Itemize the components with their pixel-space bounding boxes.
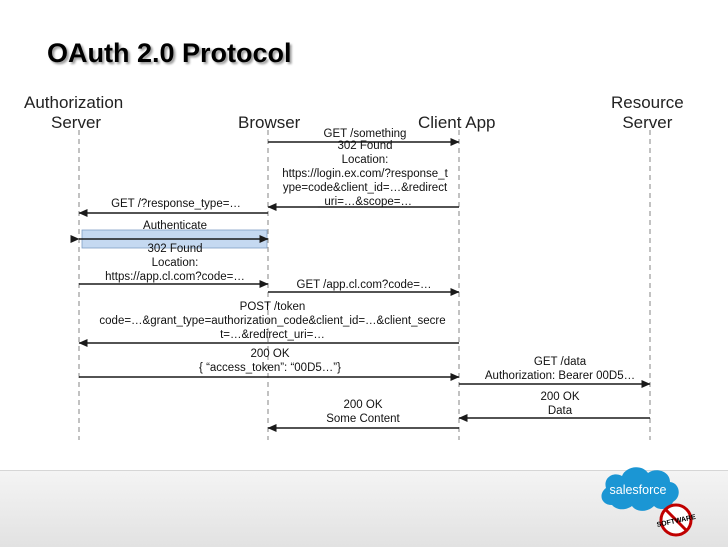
msg-authenticate-line-1: Authenticate (143, 220, 207, 232)
msg-302-found-login-line-3: https://login.ex.com/?response_t (282, 168, 448, 180)
actor-authorization-server: Authorization Server (24, 93, 123, 133)
msg-200-ok-content-line-2: Some Content (326, 413, 400, 425)
actor-auth-server-line-2: Server (51, 113, 102, 132)
msg-post-token: POST /token code=…&grant_type=authorizat… (80, 300, 465, 342)
msg-post-token-line-1: POST /token (239, 301, 306, 313)
msg-200-ok-content: 200 OK Some Content (313, 398, 413, 426)
msg-get-app-code-line-1: GET /app.cl.com?code=… (296, 279, 432, 291)
actor-auth-server-line-1: Authorization (24, 93, 124, 112)
msg-302-found-login: 302 Found Location: https://login.ex.com… (270, 139, 460, 209)
msg-200-ok-content-line-1: 200 OK (343, 399, 383, 411)
actor-resource-server-line-2: Server (622, 113, 673, 132)
msg-302-found-app-line-1: 302 Found (147, 243, 203, 255)
msg-get-data-line-2: Authorization: Bearer 00D5… (484, 370, 636, 382)
msg-302-found-app-line-3: https://app.cl.com?code=… (105, 271, 245, 283)
msg-302-found-app-line-2: Location: (151, 257, 199, 269)
msg-get-something-line-1: GET /something (323, 128, 407, 140)
msg-302-found-login-line-1: 302 Found (337, 140, 393, 152)
msg-get-response-type-line-1: GET /?response_type=… (111, 198, 241, 210)
msg-302-found-login-line-4: ype=code&client_id=…&redirect (282, 182, 448, 194)
salesforce-logo: salesforce (601, 467, 679, 511)
msg-post-token-line-2: code=…&grant_type=authorization_code&cli… (99, 315, 446, 327)
msg-302-found-login-line-5: _uri=…&scope=… (318, 196, 412, 208)
msg-200-ok-token: 200 OK { “access_token”: “00D5…”} (180, 347, 360, 375)
no-software-badge: SOFTWARE (656, 503, 697, 537)
msg-200-ok-token-line-1: 200 OK (250, 348, 290, 360)
actor-client-app: Client App (418, 113, 496, 132)
salesforce-logo-text: salesforce (610, 483, 667, 497)
msg-authenticate: Authenticate (120, 219, 230, 233)
msg-get-something: GET /something (310, 127, 420, 141)
msg-200-ok-data-line-1: 200 OK (540, 391, 580, 403)
actor-browser: Browser (238, 113, 301, 132)
msg-302-found-app: 302 Found Location: https://app.cl.com?c… (90, 242, 260, 284)
msg-302-found-login-line-2: Location: (341, 154, 389, 166)
msg-get-response-type: GET /?response_type=… (96, 197, 256, 211)
actor-resource-server: Resource Server (611, 93, 684, 133)
msg-get-app-code: GET /app.cl.com?code=… (284, 278, 444, 292)
msg-200-ok-data-line-2: Data (547, 405, 573, 417)
msg-get-data-line-1: GET /data (533, 356, 587, 368)
actor-resource-server-line-1: Resource (611, 93, 684, 112)
msg-post-token-line-3: t=…&redirect_uri=… (220, 329, 325, 341)
msg-200-ok-token-line-2: { “access_token”: “00D5…”} (199, 362, 341, 374)
msg-get-data: GET /data Authorization: Bearer 00D5… (472, 355, 648, 383)
msg-200-ok-data: 200 OK Data (510, 390, 610, 418)
message-arrows (70, 138, 651, 432)
slide-title: OAuth 2.0 Protocol (47, 38, 292, 68)
